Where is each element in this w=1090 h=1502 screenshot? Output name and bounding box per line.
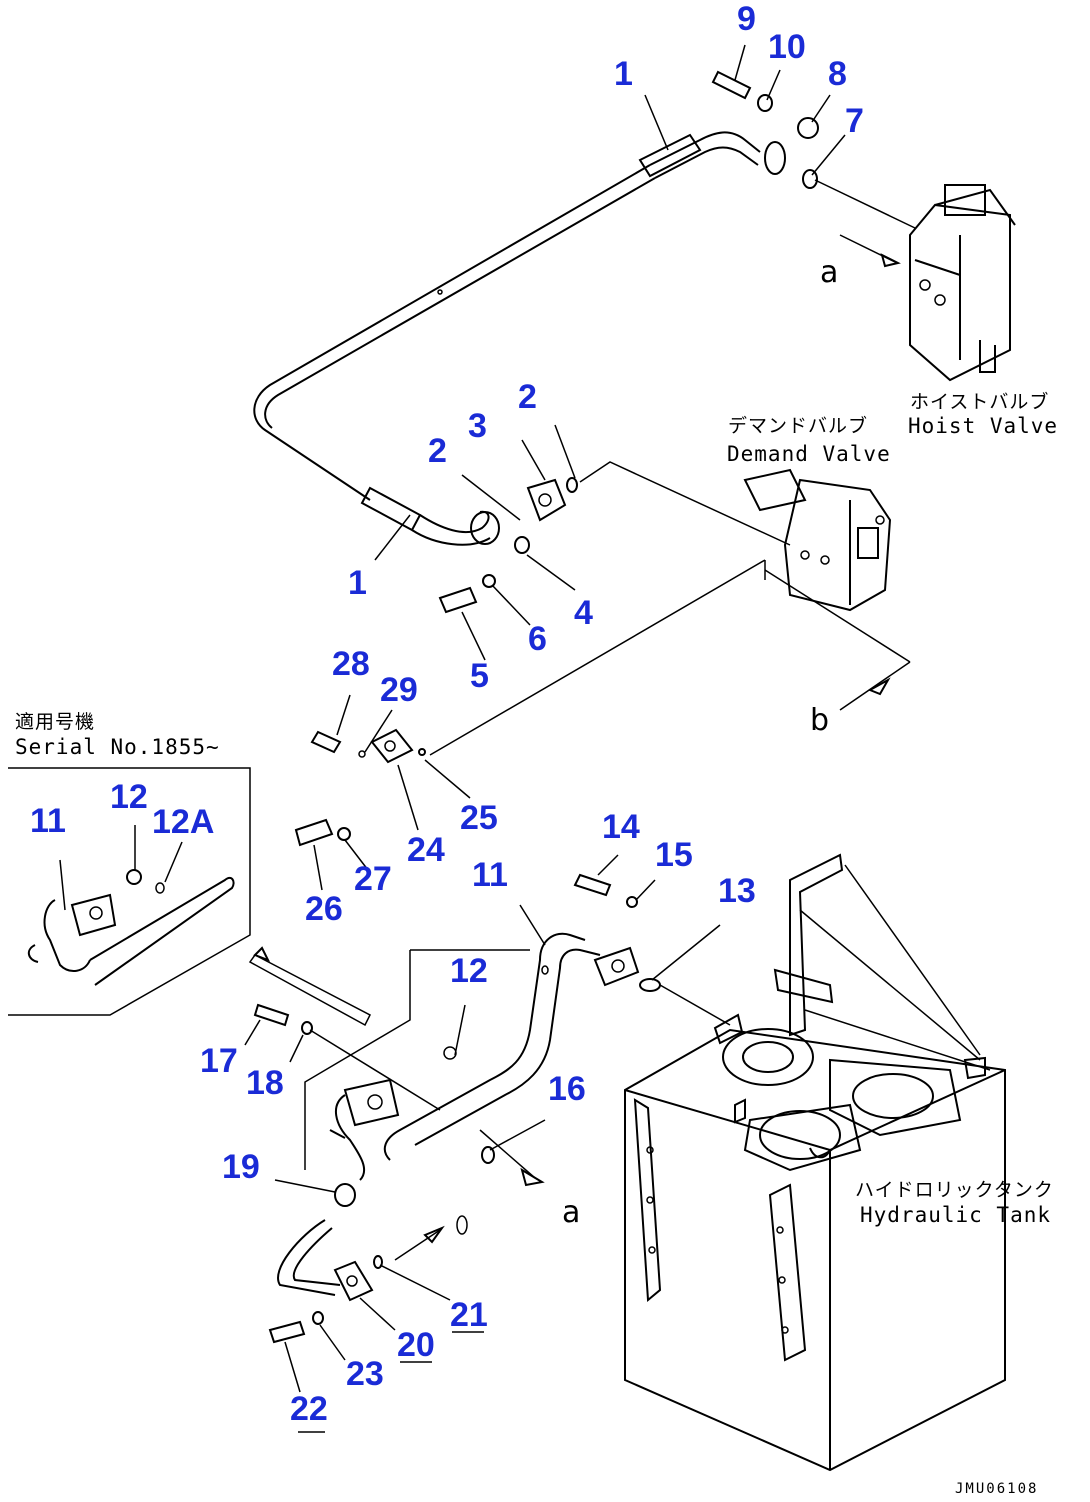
drawing-code: JMU06108 — [955, 1481, 1038, 1497]
part-number: 8 — [828, 55, 847, 93]
hydraulic-tank-label: Hydraulic Tank — [860, 1203, 1051, 1227]
part-number: 2 — [518, 378, 537, 416]
part-number: 22 — [290, 1390, 328, 1428]
part-number: 12 — [110, 778, 148, 816]
part-number: 11 — [30, 802, 66, 840]
flange-assembly-2 — [294, 694, 471, 891]
part-number: 19 — [222, 1148, 260, 1186]
demand-valve-lines — [429, 461, 911, 756]
bottom-pipe — [268, 1179, 484, 1433]
component-labels: ホイストバルブ Hoist Valve デマンドバルブ Demand Valve… — [15, 255, 1058, 1497]
serial-label: Serial No.1855~ — [15, 735, 220, 759]
ref-b: b — [810, 703, 829, 738]
part-number: 14 — [602, 808, 640, 846]
part-number: 10 — [768, 28, 806, 66]
connector-stub — [248, 946, 372, 1027]
top-hardware — [644, 44, 916, 268]
part-number: 4 — [574, 594, 593, 632]
part-number: 12 — [450, 952, 488, 990]
part-number: 24 — [407, 831, 445, 869]
part-number: 7 — [845, 102, 864, 140]
part-number: 9 — [737, 0, 756, 38]
part-numbers: 1 10 9 8 7 1 2 3 2 4 6 5 28 29 25 24 27 … — [30, 0, 864, 1428]
part-number: 11 — [472, 856, 508, 894]
part-number: 1 — [348, 564, 367, 602]
demand-valve-label-jp: デマンドバルブ — [728, 414, 868, 437]
part-number: 20 — [397, 1326, 435, 1364]
hydraulic-tank — [624, 853, 1006, 1472]
upper-pipe — [253, 131, 786, 546]
lower-pipe — [304, 904, 640, 1181]
part-number: 29 — [380, 671, 418, 709]
part-number: 21 — [450, 1296, 488, 1334]
part-13-line — [639, 924, 731, 1026]
hoist-valve — [909, 184, 1016, 382]
demand-valve-label: Demand Valve — [727, 442, 891, 466]
part-number: 27 — [354, 860, 392, 898]
hydraulic-tank-label-jp: ハイドロリックタンク — [855, 1179, 1054, 1201]
part-number: 26 — [305, 890, 343, 928]
serial-label-jp: 適用号機 — [15, 711, 95, 733]
bolt-hardware — [244, 854, 656, 1187]
part-number: 2 — [428, 432, 447, 470]
part-number: 5 — [470, 657, 489, 695]
part-number: 1 — [614, 55, 633, 93]
part-number: 6 — [528, 620, 547, 658]
hoist-valve-label-jp: ホイストバルブ — [910, 390, 1049, 413]
ref-a-bottom: a — [562, 1195, 580, 1230]
serial-inset — [8, 767, 251, 1016]
part-number: 17 — [200, 1042, 238, 1080]
hoist-valve-label: Hoist Valve — [908, 414, 1058, 438]
part-number: 16 — [548, 1070, 586, 1108]
part-number: 12A — [152, 803, 214, 841]
flange-assembly-1 — [374, 424, 578, 661]
part-number: 18 — [246, 1064, 284, 1102]
part-number: 15 — [655, 836, 693, 874]
part-number: 25 — [460, 799, 498, 837]
part-number: 23 — [346, 1355, 384, 1393]
part-number: 3 — [468, 407, 487, 445]
ref-a-top: a — [820, 255, 838, 290]
part-number: 28 — [332, 645, 370, 683]
part-number: 13 — [718, 872, 756, 910]
demand-valve — [743, 468, 892, 612]
